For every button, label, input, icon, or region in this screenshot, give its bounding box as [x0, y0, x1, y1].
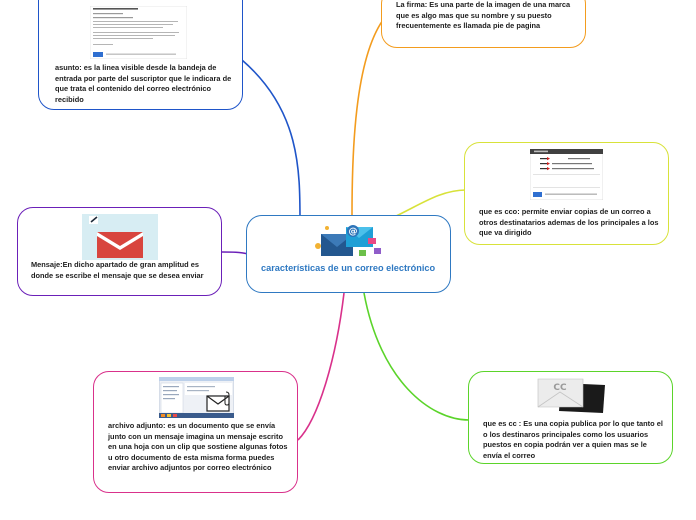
- email-attachment-icon: [159, 377, 234, 418]
- cc-envelope-label: CC: [553, 383, 567, 393]
- node-cco-text: que es cco: permite enviar copias de un …: [479, 207, 661, 239]
- node-asunto[interactable]: asunto: es la linea visible desde la ban…: [38, 0, 243, 110]
- node-adjunto[interactable]: archivo adjunto: es un documento que se …: [93, 371, 298, 493]
- connector-mensaje: [222, 252, 248, 254]
- node-cc-text: que es cc : Es una copia publica por lo …: [483, 419, 665, 461]
- email-cco-screenshot: [530, 149, 603, 200]
- central-topic-node[interactable]: @ características de un correo electróni…: [246, 215, 451, 293]
- node-mensaje-text: Mensaje:En dicho apartado de gran amplit…: [31, 260, 217, 281]
- node-cc[interactable]: CC que es cc : Es una copia publica por …: [468, 371, 673, 464]
- email-at-envelope-icon: @: [313, 222, 386, 260]
- central-topic-title: características de un correo electrónico: [261, 263, 441, 275]
- envelope-icon: [82, 214, 158, 260]
- node-asunto-text: asunto: es la linea visible desde la ban…: [55, 63, 237, 105]
- node-mensaje[interactable]: Mensaje:En dicho apartado de gran amplit…: [17, 207, 222, 296]
- connector-cc: [364, 293, 469, 420]
- node-firma-text: La firma: Es una parte de la imagen de u…: [396, 0, 578, 32]
- connector-asunto: [242, 60, 300, 222]
- connector-cco: [392, 190, 466, 218]
- node-firma[interactable]: La firma: Es una parte de la imagen de u…: [381, 0, 586, 48]
- svg-text:@: @: [349, 227, 358, 237]
- cc-envelope-icon: CC: [535, 375, 608, 416]
- node-adjunto-text: archivo adjunto: es un documento que se …: [108, 421, 290, 474]
- email-compose-screenshot: [90, 6, 187, 59]
- node-cco[interactable]: que es cco: permite enviar copias de un …: [464, 142, 669, 245]
- connector-adjunto: [298, 293, 344, 440]
- connector-firma: [352, 20, 383, 215]
